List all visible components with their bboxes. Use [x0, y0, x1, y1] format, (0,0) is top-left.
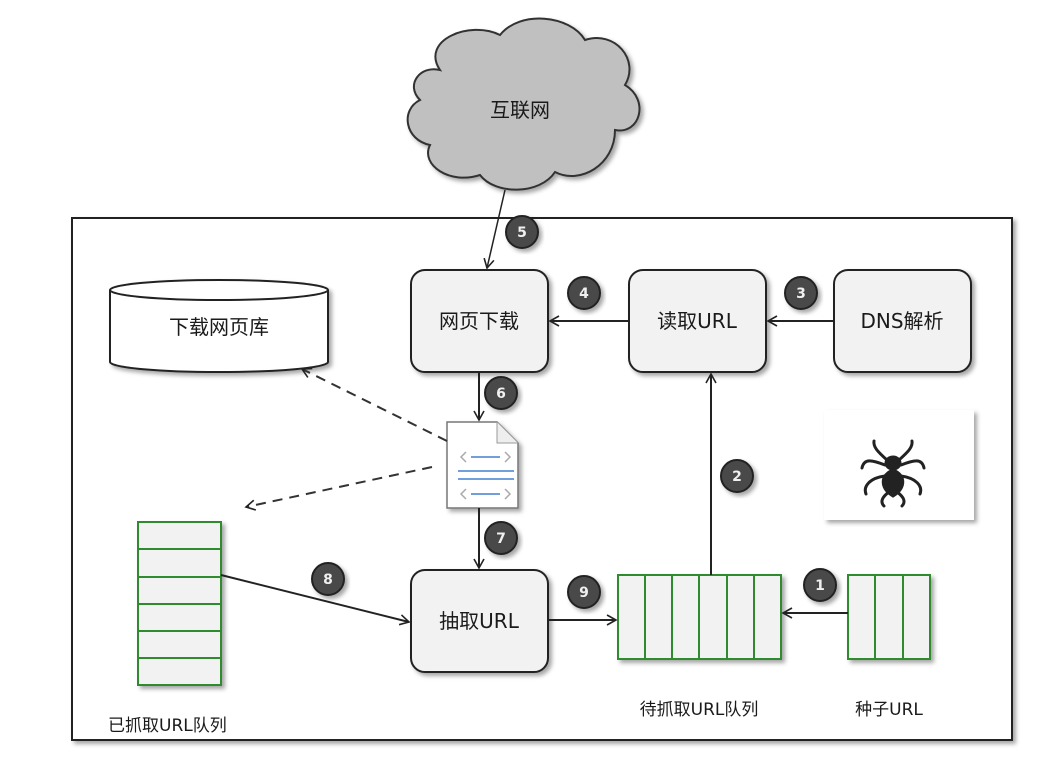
- arrow-crawled-to-extract: [220, 574, 411, 626]
- dashed-arrow-doc-to-store: [300, 367, 448, 442]
- step-badge-5: 5: [505, 215, 539, 249]
- internet-cloud: [406, 17, 641, 191]
- step-badge-7: 7: [484, 521, 518, 555]
- crawled-queue-label: 已抓取URL队列: [108, 716, 227, 736]
- dashed-arrow-doc-to-crawled: [244, 466, 433, 511]
- svg-text:7: 7: [496, 531, 506, 547]
- step-badge-6: 6: [484, 376, 518, 410]
- pending-url-queue: [617, 574, 782, 660]
- svg-text:6: 6: [496, 386, 506, 402]
- read-url-label: 读取URL: [657, 309, 738, 333]
- svg-text:4: 4: [579, 286, 589, 302]
- page-store-cylinder: [109, 279, 329, 373]
- page-store-label: 下载网页库: [169, 315, 269, 339]
- svg-text:9: 9: [579, 585, 589, 601]
- web-page-document-icon: [446, 421, 519, 509]
- spider-icon: [860, 439, 926, 508]
- dns-label: DNS解析: [860, 309, 943, 333]
- seed-url-queue: [847, 574, 931, 660]
- svg-text:2: 2: [732, 469, 742, 485]
- step-badge-4: 4: [567, 276, 601, 310]
- svg-text:1: 1: [815, 578, 825, 594]
- crawled-url-queue: [137, 521, 222, 686]
- step-badge-2: 2: [720, 459, 754, 493]
- arrow-internet-to-download: [483, 189, 506, 270]
- pending-queue-label: 待抓取URL队列: [640, 700, 759, 720]
- svg-text:5: 5: [517, 225, 527, 241]
- svg-text:3: 3: [796, 286, 806, 302]
- extract-url-label: 抽取URL: [439, 609, 520, 633]
- step-badge-9: 9: [567, 575, 601, 609]
- step-badge-3: 3: [784, 276, 818, 310]
- seed-url-label: 种子URL: [855, 700, 923, 720]
- step-badge-8: 8: [311, 562, 345, 596]
- step-badge-1: 1: [803, 568, 837, 602]
- internet-label: 互联网: [490, 98, 550, 122]
- svg-text:8: 8: [323, 572, 333, 588]
- page-download-label: 网页下载: [439, 309, 519, 333]
